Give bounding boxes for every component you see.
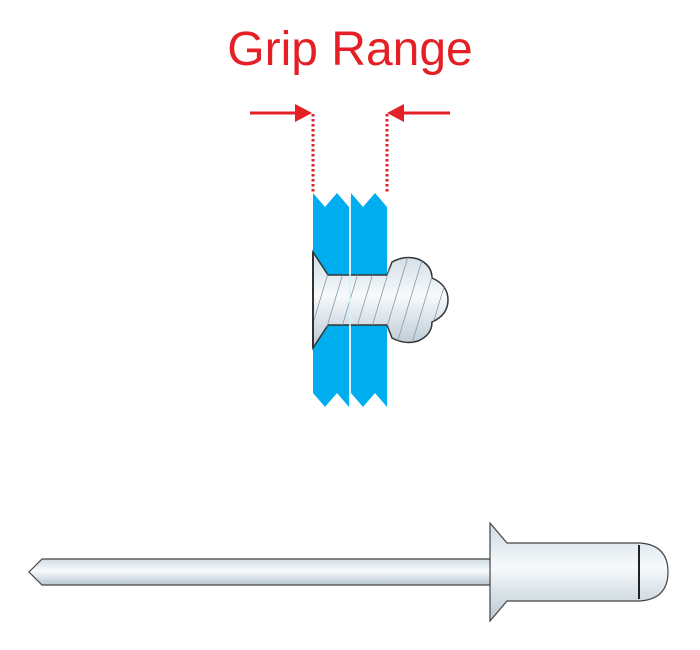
blind-rivet xyxy=(28,521,669,623)
diagram-title: Grip Range xyxy=(227,23,473,76)
right-arrow-icon xyxy=(387,104,450,122)
left-arrow-icon xyxy=(250,104,312,122)
